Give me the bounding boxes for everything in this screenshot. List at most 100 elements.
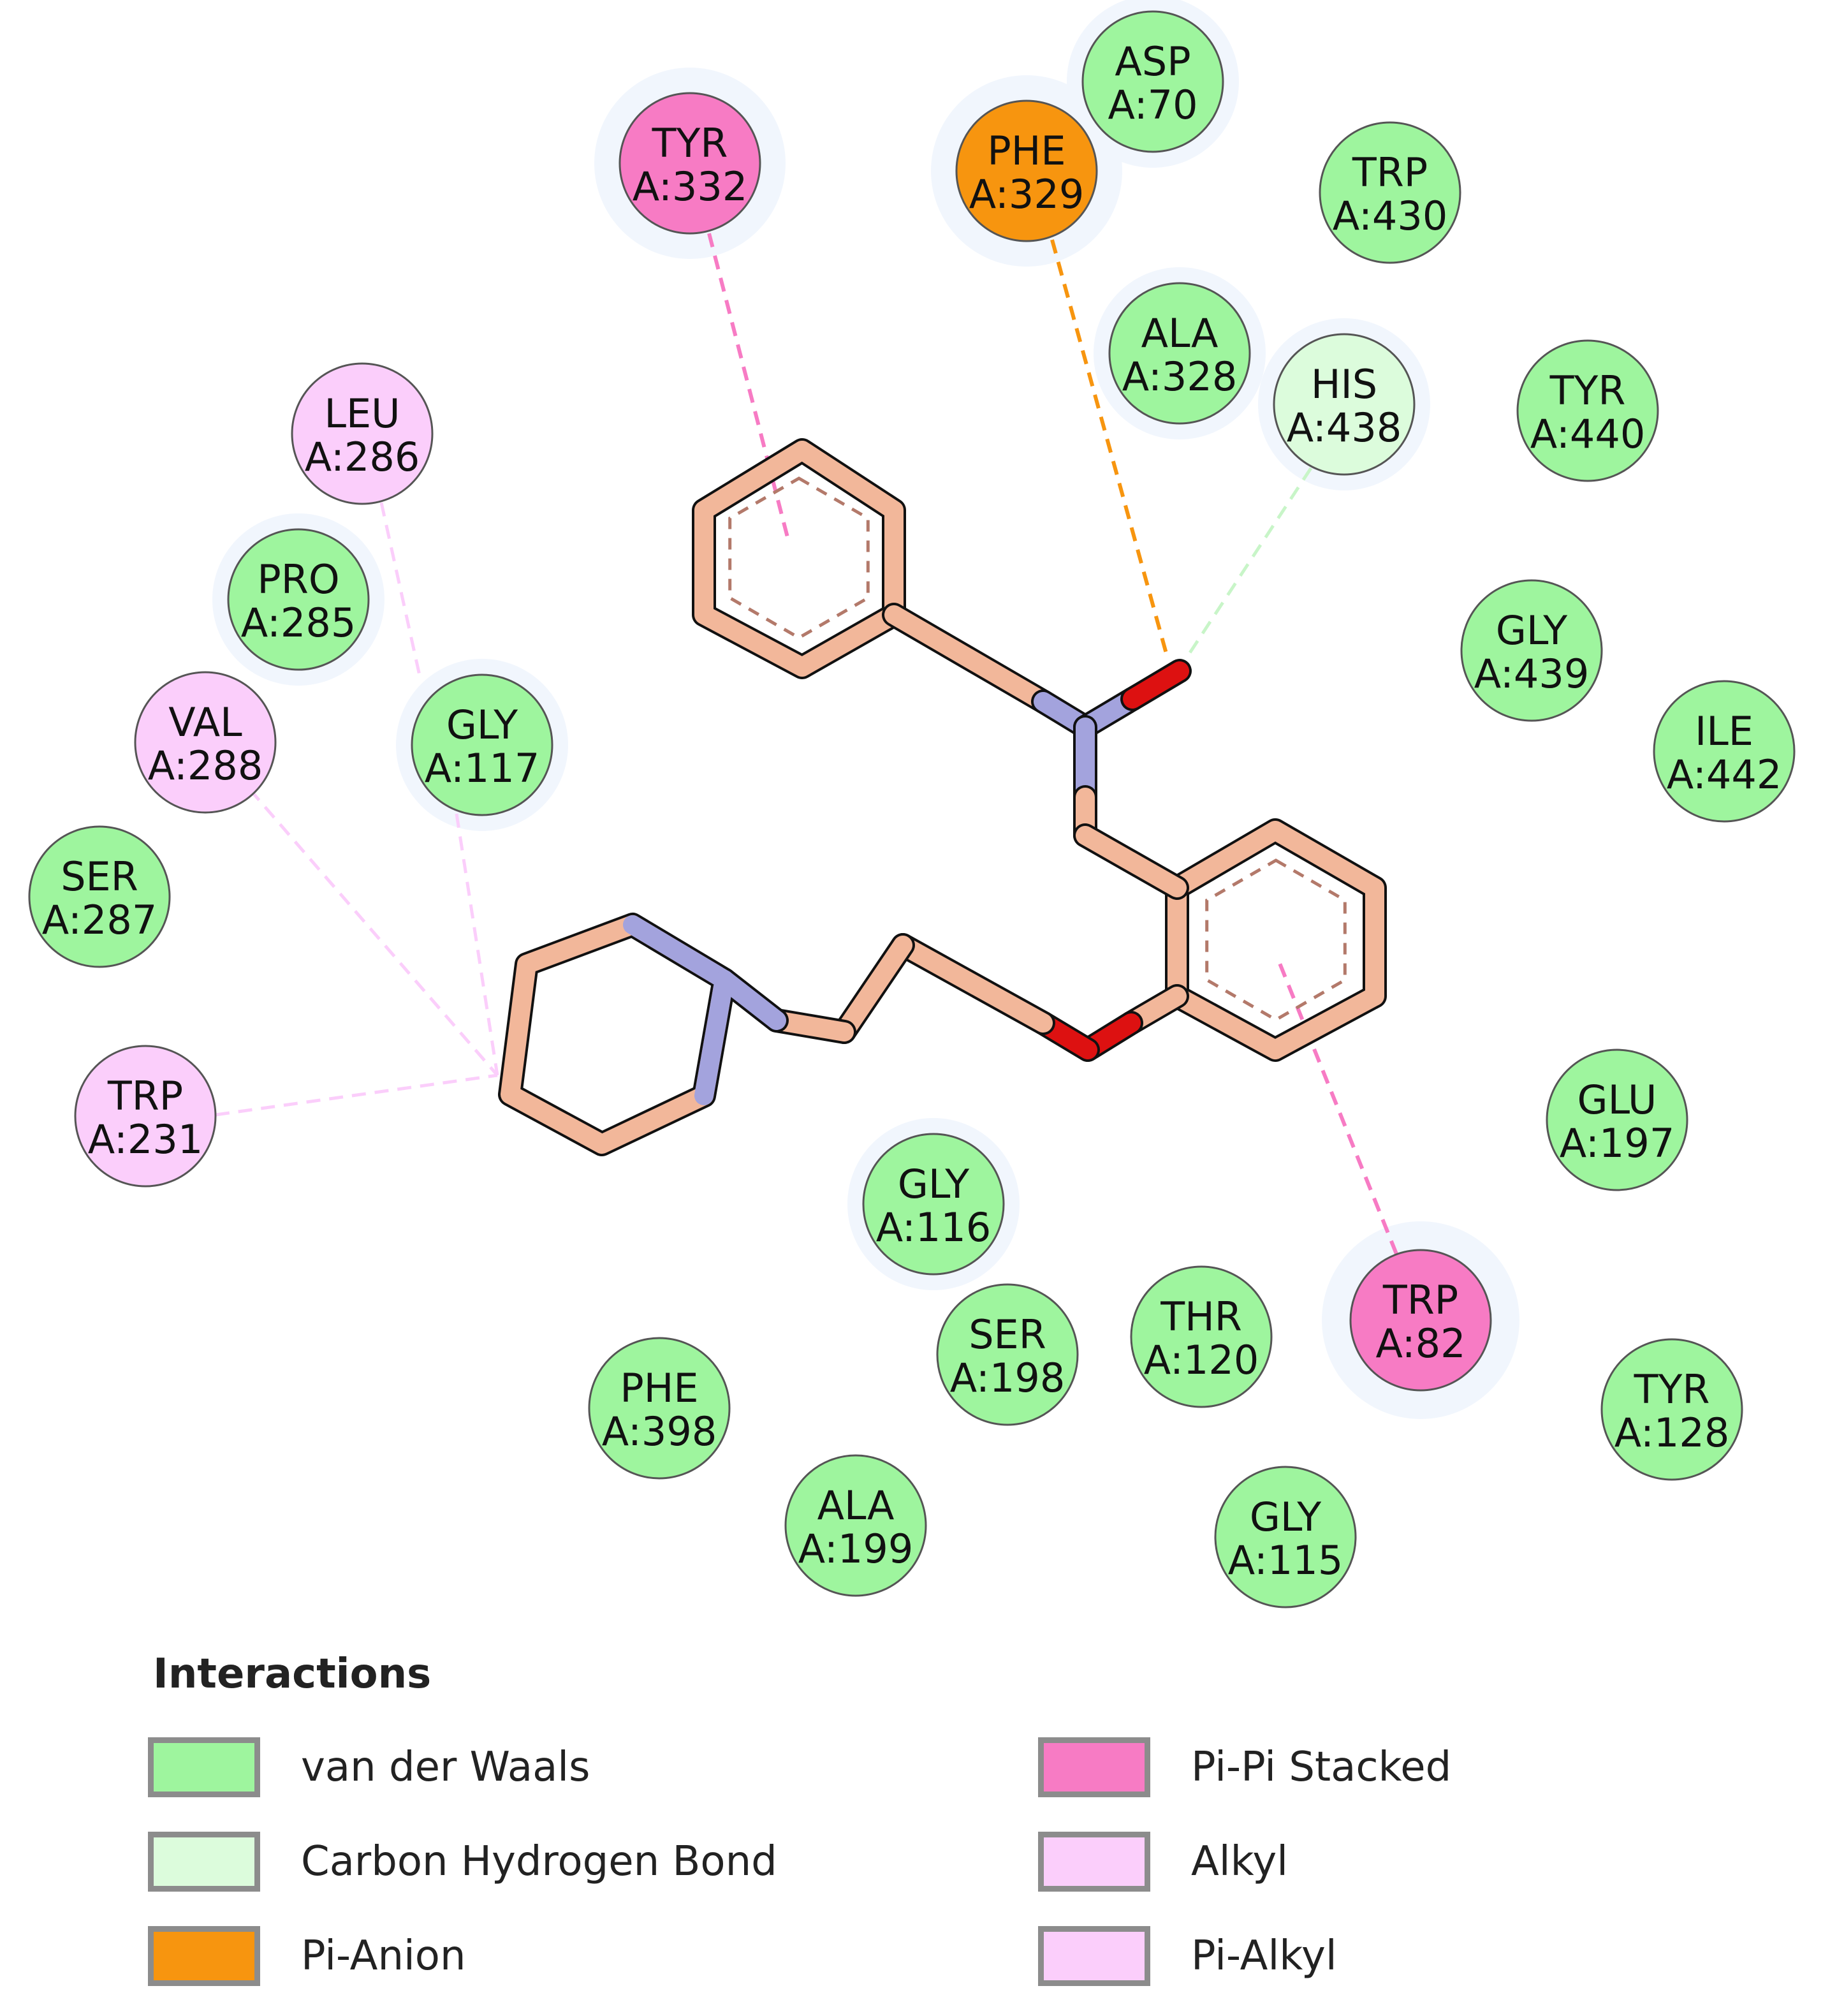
ligand-molecule	[498, 438, 1387, 1156]
residue-position: A:442	[1667, 751, 1782, 798]
residue-name: ALA	[1141, 310, 1219, 357]
residue-circle	[1516, 339, 1659, 482]
residue-name: ASP	[1115, 38, 1190, 85]
bond	[1123, 661, 1189, 709]
residue-circle	[411, 673, 553, 816]
legend-item-pi-pi-stacked: Pi-Pi Stacked	[1038, 1732, 1451, 1802]
bond	[715, 970, 786, 1030]
residue-position: A:329	[969, 171, 1085, 217]
residue-circle	[784, 1454, 927, 1597]
residue-position: A:332	[633, 163, 748, 210]
residue-name: TYR	[1634, 1366, 1710, 1413]
residue-name: SER	[61, 853, 138, 900]
residue-name: GLY	[446, 702, 518, 748]
residue-name: TRP	[107, 1073, 183, 1119]
aromatic-ring	[728, 476, 870, 640]
legend-title: Interactions	[153, 1651, 432, 1698]
residue-name: GLY	[898, 1161, 969, 1207]
residue-position: A:287	[42, 897, 157, 943]
residue-circle	[74, 1045, 217, 1188]
residue-circle	[1319, 121, 1461, 264]
residue-position: A:438	[1287, 404, 1402, 451]
residue-circle	[227, 528, 370, 671]
residue-position: A:286	[305, 434, 420, 480]
residue-name: SER	[969, 1311, 1046, 1358]
legend-label: Pi-Anion	[301, 1932, 466, 1980]
residue-position: A:115	[1228, 1537, 1343, 1584]
bond-nitrogen	[623, 915, 734, 989]
residue-position: A:116	[876, 1204, 992, 1251]
residue-circle	[862, 1133, 1005, 1276]
residue-name: TRP	[1382, 1277, 1458, 1323]
residue-circle	[955, 99, 1098, 242]
ring	[694, 441, 904, 677]
residue-position: A:328	[1122, 353, 1238, 400]
bond	[1076, 826, 1187, 897]
residue-name: LEU	[324, 390, 400, 437]
residue-circle	[291, 362, 434, 505]
interaction-line	[215, 1073, 498, 1117]
residue-name: THR	[1160, 1293, 1242, 1340]
interaction-line	[455, 813, 499, 1076]
residue-name: PHE	[620, 1365, 698, 1411]
bond	[835, 936, 912, 1041]
residue-position: A:128	[1614, 1409, 1730, 1456]
legend-swatch	[148, 1926, 260, 1986]
legend-label: Carbon Hydrogen Bond	[301, 1838, 777, 1885]
residue-name: GLY	[1250, 1494, 1321, 1540]
legend-label: Alkyl	[1191, 1838, 1288, 1885]
residue-circle	[1273, 333, 1416, 476]
interaction-line	[707, 233, 790, 540]
ring	[1168, 821, 1384, 1059]
residue-name: HIS	[1311, 361, 1377, 408]
residue-position: A:198	[950, 1355, 1065, 1401]
residue-name: GLY	[1496, 607, 1567, 654]
residue-name: TRP	[1352, 149, 1428, 196]
residue-name: ALA	[817, 1482, 895, 1529]
residue-circle	[588, 1337, 731, 1480]
residue-name: VAL	[168, 699, 242, 746]
legend-item-carbon-hydrogen-bond: Carbon Hydrogen Bond	[148, 1827, 777, 1897]
residue-circle	[1130, 1265, 1273, 1408]
residue-circle	[1214, 1466, 1357, 1608]
residue-position: A:430	[1333, 193, 1448, 239]
residue-position: A:285	[241, 600, 356, 646]
residue-name: ILE	[1695, 708, 1753, 754]
bond	[893, 936, 1053, 1033]
residue-position: A:70	[1108, 82, 1197, 128]
interaction-line	[379, 502, 423, 682]
interaction-lines	[215, 233, 1398, 1255]
legend-label: Pi-Alkyl	[1191, 1932, 1337, 1980]
residue-circle	[936, 1283, 1079, 1426]
legend-swatch	[1038, 1832, 1150, 1892]
legend-item-alkyl: Alkyl	[1038, 1827, 1288, 1897]
residue-circle	[1653, 680, 1796, 823]
residue-circle	[1108, 282, 1251, 425]
legend-swatch	[148, 1737, 260, 1797]
residue-position: A:82	[1375, 1320, 1465, 1367]
residue-name: TYR	[652, 120, 728, 166]
aromatic-ring	[1205, 858, 1347, 1022]
interaction-line	[1277, 960, 1398, 1255]
